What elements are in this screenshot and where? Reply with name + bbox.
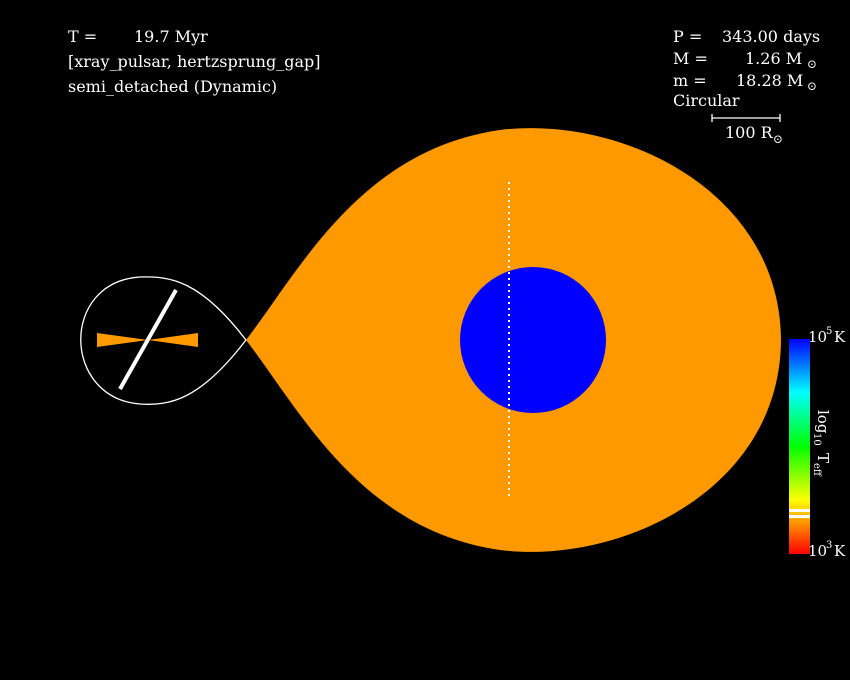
pulsar-spin-axis	[118, 289, 178, 390]
scale-bar-label: 100 R	[725, 123, 774, 142]
temperature-colorbar	[789, 339, 810, 554]
stellar-types: [xray_pulsar, hertzsprung_gap]	[68, 52, 320, 71]
colorbar-axis-log: log	[814, 410, 832, 434]
colorbar-axis-eff: eff	[811, 463, 822, 477]
mass1-label: M =	[673, 49, 708, 68]
colorbar-top-exp: 5	[826, 326, 832, 337]
pulsar-beam-right	[148, 333, 198, 347]
colorbar-top-base: 10	[808, 328, 827, 346]
pulsar-beam-left	[97, 333, 148, 347]
colorbar-axis-T: T	[814, 453, 832, 463]
time-value: 19.7 Myr	[134, 27, 208, 46]
colorbar-top-unit: K	[834, 328, 846, 346]
period-value: 343.00 days	[722, 27, 820, 46]
sun-symbol-2: ⊙	[807, 79, 817, 93]
mass2-value: 18.28 M	[736, 71, 803, 90]
colorbar-marker-2	[789, 515, 810, 518]
colorbar-axis-sub: 10	[811, 433, 822, 446]
accretor-roche-lobe	[80, 276, 247, 405]
colorbar-bottom-unit: K	[834, 542, 846, 560]
mass2-label: m =	[673, 71, 707, 90]
sun-symbol-3: ⊙	[773, 132, 783, 146]
colorbar-marker-1	[789, 509, 810, 512]
sun-symbol-1: ⊙	[807, 57, 817, 71]
colorbar-bottom-base: 10	[808, 542, 827, 560]
orbit-type: Circular	[673, 91, 740, 110]
binary-state: semi_detached (Dynamic)	[68, 77, 277, 96]
period-label: P =	[673, 27, 702, 46]
colorbar-axis-label: log 10 T eff	[811, 410, 832, 477]
time-label: T =	[68, 27, 97, 46]
donor-star-core	[460, 267, 606, 413]
mass1-value: 1.26 M	[745, 49, 802, 68]
colorbar-bottom-exp: 3	[826, 540, 832, 551]
